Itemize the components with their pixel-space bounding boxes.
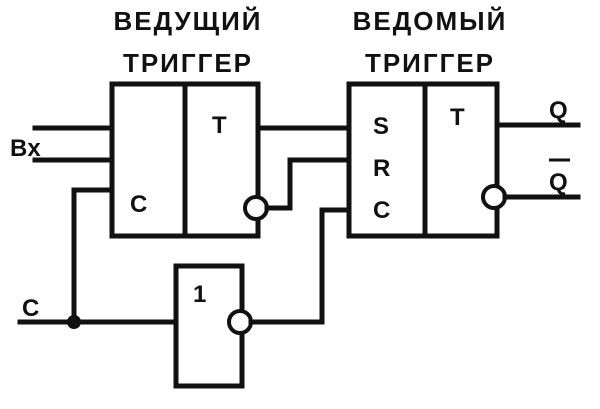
master-trigger: C T <box>109 81 269 239</box>
master-title-line2: ТРИГГЕР <box>123 48 253 78</box>
clock-input-label: C <box>22 295 39 322</box>
q-output-label: Q <box>549 97 568 124</box>
slave-r-label: R <box>373 155 390 182</box>
master-c-label: C <box>130 191 147 218</box>
slave-c-label: C <box>373 197 390 224</box>
inverter-to-slave-c-wire <box>248 207 352 325</box>
inverter-label: 1 <box>193 281 206 308</box>
slave-title-line1: ВЕДОМЫЙ <box>353 6 508 36</box>
slave-trigger: S R C T <box>346 81 507 239</box>
q-bar-output-label: Q <box>549 169 568 196</box>
inverter-output-bubble <box>227 309 253 335</box>
inverter-gate: 1 <box>173 263 253 389</box>
master-qbar-to-slave-r-wire <box>264 157 352 211</box>
master-title-line1: ВЕДУЩИЙ <box>113 6 262 36</box>
master-t-label: T <box>212 112 227 139</box>
clock-to-master-c-wire <box>71 187 115 325</box>
master-inverted-output-bubble <box>243 195 269 221</box>
slave-s-label: S <box>373 113 389 140</box>
slave-inverted-output-bubble <box>481 184 507 210</box>
data-input-label: Bx <box>10 135 41 162</box>
slave-t-label: T <box>450 104 465 131</box>
slave-title-line2: ТРИГГЕР <box>365 48 495 78</box>
